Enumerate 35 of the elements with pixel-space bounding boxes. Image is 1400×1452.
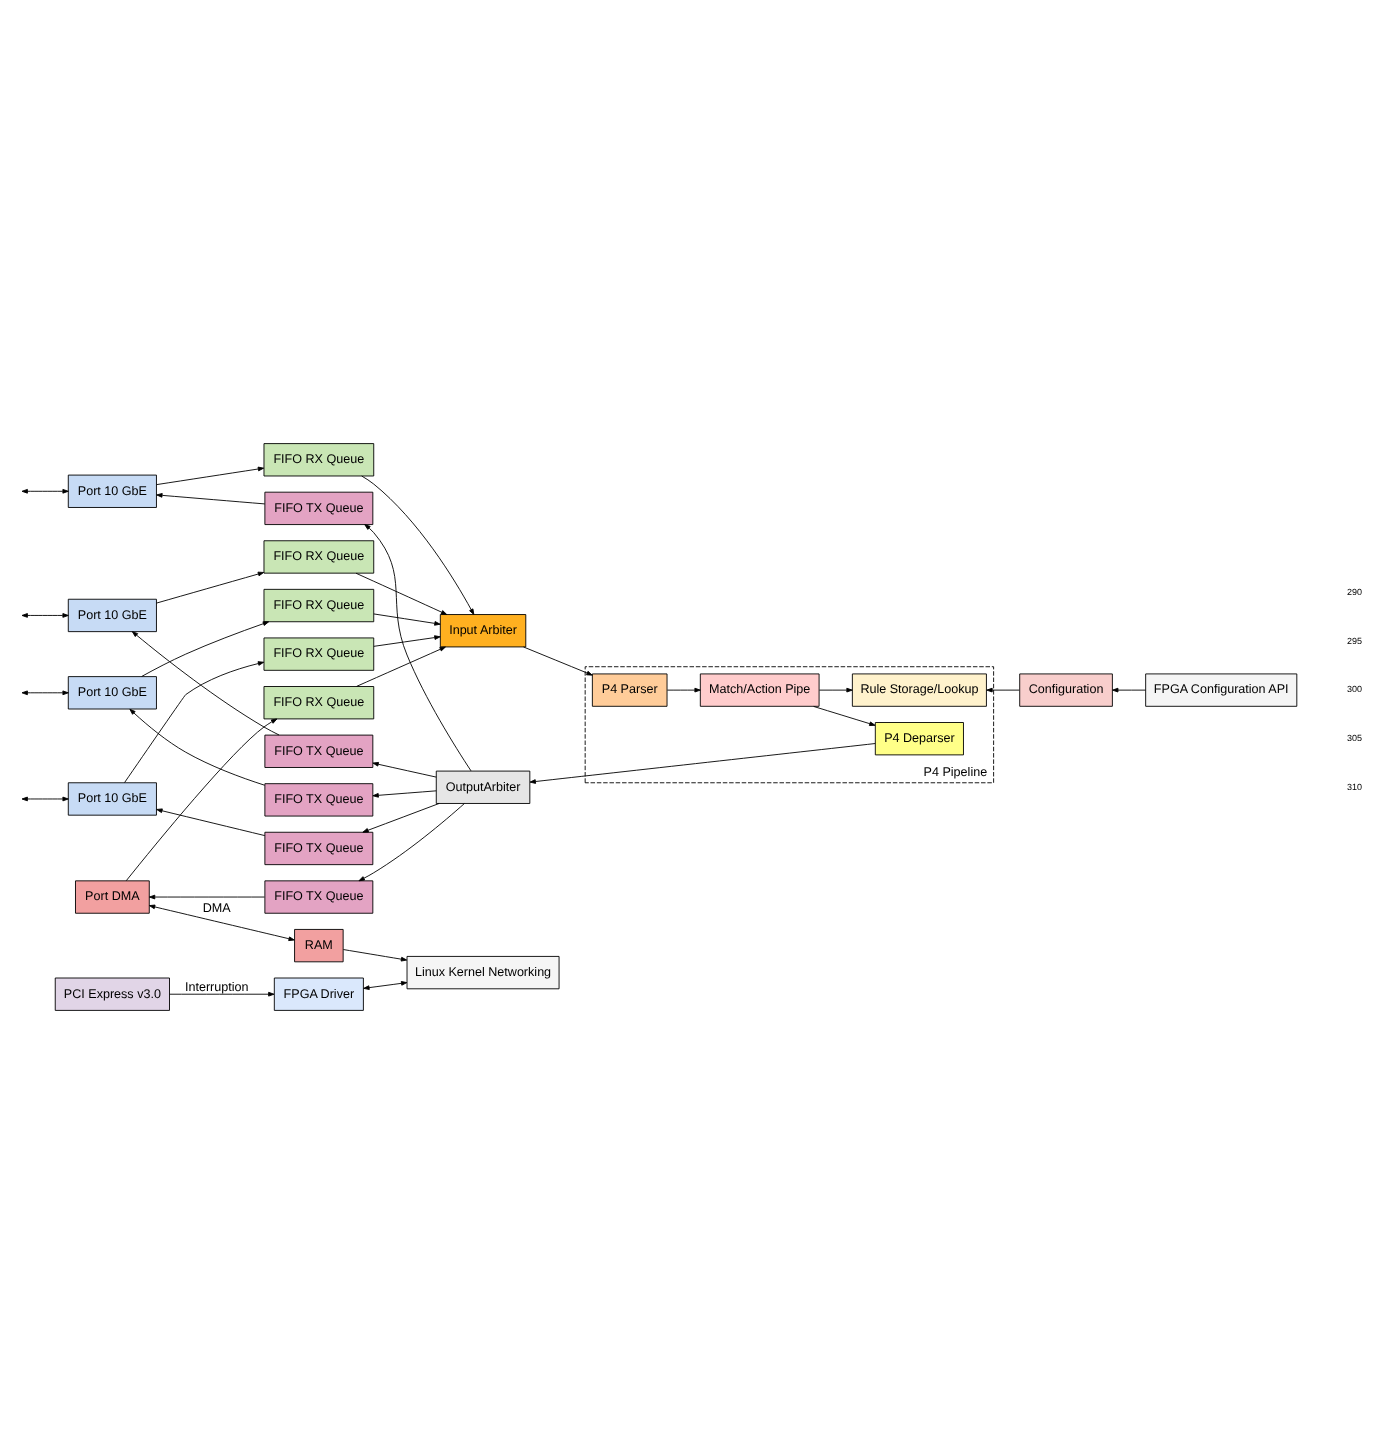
arrow <box>372 760 437 777</box>
arrow <box>363 980 408 989</box>
arrow <box>362 802 440 832</box>
arrow <box>372 789 437 797</box>
arrow <box>1112 686 1147 692</box>
arrow <box>124 660 265 783</box>
arrow <box>21 612 69 617</box>
arrow <box>156 465 265 485</box>
arrow <box>373 612 441 625</box>
arrow <box>342 948 408 961</box>
arrow <box>813 704 876 725</box>
arrow <box>156 570 265 603</box>
arrow <box>148 903 295 941</box>
arrow <box>361 474 475 614</box>
arrow <box>355 571 448 614</box>
arrow <box>125 717 278 881</box>
arrow <box>986 686 1020 692</box>
arrow <box>529 742 876 783</box>
arrow <box>169 990 275 996</box>
arrow <box>818 686 853 692</box>
arrow <box>156 492 266 504</box>
arrow <box>148 893 265 899</box>
arrow <box>129 707 266 785</box>
arrow <box>21 795 69 801</box>
arrow <box>666 686 701 692</box>
arrow <box>21 689 69 695</box>
arrow <box>358 802 465 881</box>
arrow <box>356 645 446 686</box>
arrow <box>156 807 266 836</box>
arrow <box>141 620 270 676</box>
arrow <box>523 645 593 675</box>
arrow <box>131 630 280 735</box>
arrow <box>21 487 69 493</box>
arrow <box>364 523 472 771</box>
arrow <box>373 634 441 646</box>
